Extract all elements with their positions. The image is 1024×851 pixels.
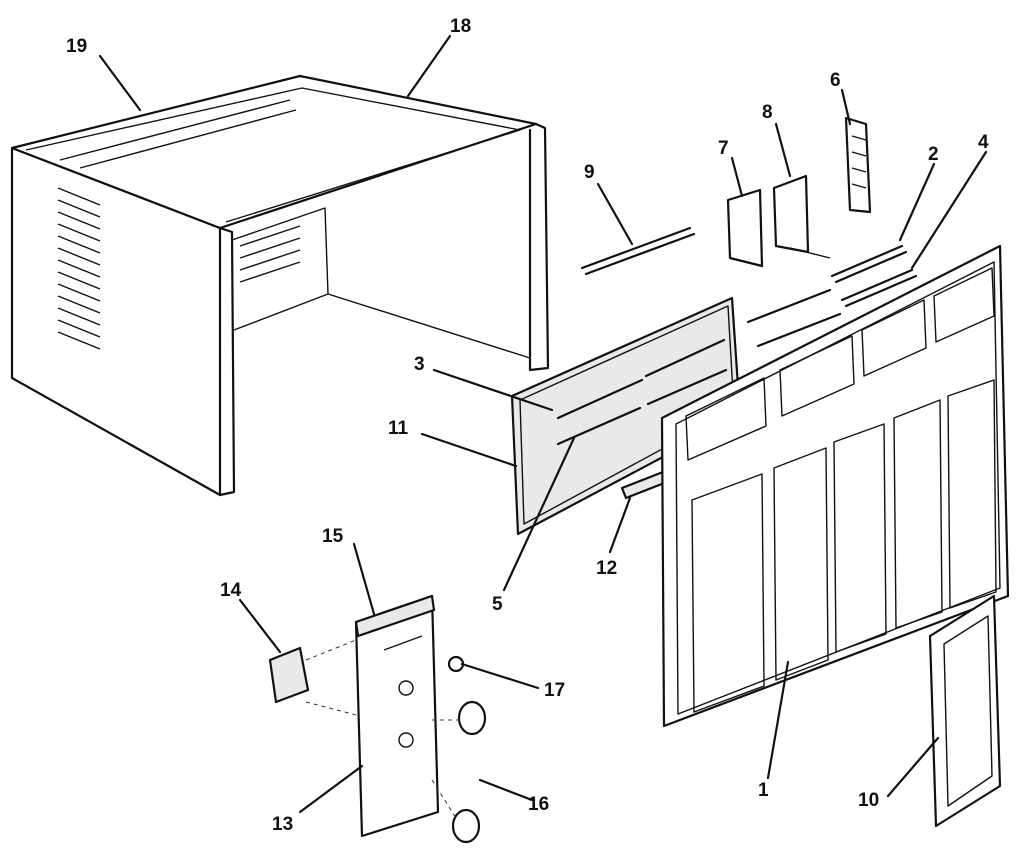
callout-16: 16: [528, 794, 549, 815]
callout-13: 13: [272, 814, 293, 835]
callout-18: 18: [450, 16, 471, 37]
part-13-control-panel: [305, 594, 440, 838]
callout-9: 9: [584, 162, 595, 183]
parts-2-4-rods: [746, 244, 918, 348]
callout-12: 12: [596, 558, 617, 579]
callout-7: 7: [718, 138, 729, 159]
callout-3: 3: [414, 354, 425, 375]
callout-1: 1: [758, 780, 769, 801]
leader-lines: [98, 34, 988, 814]
callout-14: 14: [220, 580, 242, 601]
callout-6: 6: [830, 70, 841, 91]
callout-11: 11: [388, 418, 409, 439]
callout-15: 15: [322, 526, 344, 547]
cabinet-case: [10, 74, 550, 497]
part-14-switch: [268, 646, 310, 704]
callout-10: 10: [858, 790, 879, 811]
part-1-front-grille: [660, 244, 1010, 728]
side-louvres: [57, 187, 301, 350]
callout-labels: 19 18 9 7 8 6 2 4 3 11 5 12 15 14 17 16 …: [66, 16, 989, 835]
callout-2: 2: [928, 144, 939, 165]
part-16-knobs: [431, 700, 487, 844]
part-7-bracket: [726, 188, 764, 268]
callout-8: 8: [762, 102, 773, 123]
part-8-bracket: [772, 174, 831, 259]
callout-19: 19: [66, 36, 87, 57]
part-6-clip: [844, 116, 872, 214]
callout-17: 17: [544, 680, 565, 701]
callout-5: 5: [492, 594, 503, 615]
part-10-filter-frame: [928, 594, 1002, 828]
part-9-rod: [580, 226, 696, 276]
callout-4: 4: [978, 132, 989, 153]
